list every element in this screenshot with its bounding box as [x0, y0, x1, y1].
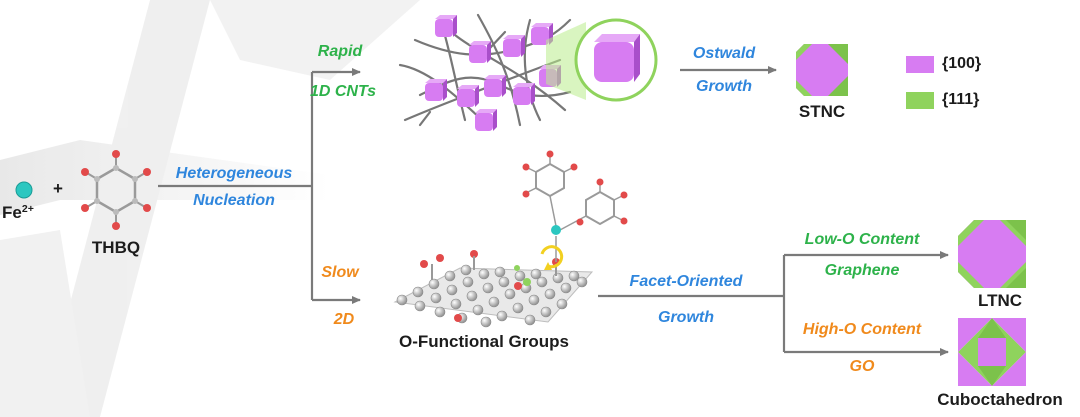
high-o-content-label: High-O Content [802, 321, 922, 338]
ostwald-growth-label: Growth [696, 78, 752, 95]
magnified-cube-icon [546, 18, 658, 102]
legend-label-111: {111} [942, 91, 980, 108]
graphene-label: Graphene [824, 262, 900, 279]
fe-ion-label: Fe2+ [2, 203, 34, 222]
background-watermark [0, 0, 420, 417]
ostwald-label: Ostwald [692, 45, 756, 62]
ltnc-label: LTNC [977, 291, 1023, 310]
graphene-sheet-icon [393, 250, 594, 328]
rapid-label: Rapid [317, 43, 363, 60]
fe-thbq-complex-icon [522, 150, 628, 270]
stnc-crystal-icon [796, 44, 848, 96]
go-label: GO [849, 358, 875, 375]
facet-oriented-label: Facet-Oriented [629, 273, 743, 290]
slow-label: Slow [321, 264, 359, 281]
fe-ion-icon [15, 181, 33, 199]
legend-swatch-111 [906, 92, 934, 109]
ltnc-crystal-icon [958, 220, 1026, 288]
cuboctahedron-label: Cuboctahedron [937, 390, 1063, 409]
stnc-label: STNC [798, 102, 846, 121]
cuboctahedron-crystal-icon [958, 318, 1026, 386]
o-functional-groups-label: O-Functional Groups [399, 332, 569, 351]
thbq-label: THBQ [91, 238, 141, 257]
cnt-network-icon [398, 13, 572, 131]
legend-swatch-100 [906, 56, 934, 73]
facet-growth-label: Growth [658, 309, 714, 326]
thbq-molecule-icon [81, 150, 151, 230]
nucleation-label-line2: Nucleation [193, 192, 275, 209]
cnt-cubes [425, 15, 561, 131]
flow-arrows [158, 66, 949, 356]
legend-label-100: {100} [942, 55, 982, 72]
nucleation-label-line1: Heterogeneous [175, 165, 293, 182]
plus-sign: + [53, 179, 63, 198]
2d-label: 2D [333, 311, 355, 328]
cnt-label: 1D CNTs [309, 83, 377, 100]
low-o-content-label: Low-O Content [804, 231, 920, 248]
